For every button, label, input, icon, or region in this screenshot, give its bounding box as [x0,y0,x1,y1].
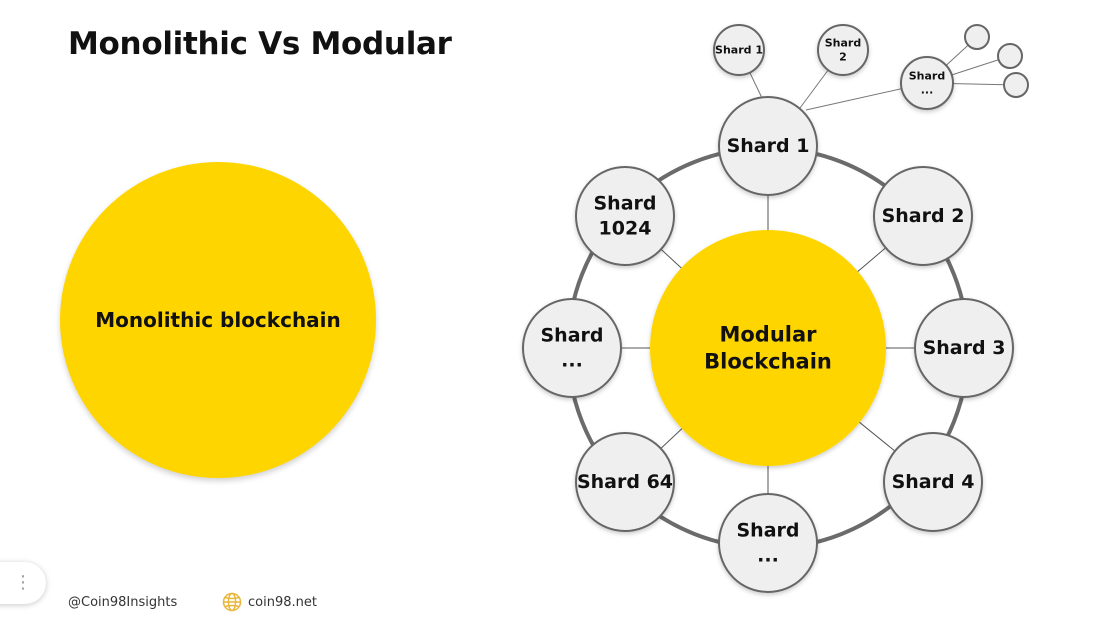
footer-handle: @Coin98Insights [68,595,178,610]
ring-shard-3-line-1: Shard 3 [923,337,1006,359]
tiny-shard-2 [997,43,1023,69]
sub-shard-2: Shard 2 [817,24,869,76]
ring-shard-8-line-2: 1024 [599,217,652,239]
ring-shard-7-circle [522,298,622,398]
ring-shard-5: Shard... [718,493,818,593]
tiny-shard-3 [1003,72,1029,98]
sub-shard-2-line-1: Shard [825,36,861,49]
ring-shard-3: Shard 3 [914,298,1014,398]
sub-shard-2-line-2: 2 [839,51,847,64]
ring-shard-1: Shard 1 [718,96,818,196]
sub-shard-3-circle [900,56,954,110]
page-title: Monolithic Vs Modular [68,26,452,62]
globe-icon [222,592,242,612]
sub-shard-1: Shard 1 [713,24,765,76]
sub-shard-3-line-2: ... [921,84,934,97]
sub-shard-3-line-1: Shard [909,69,945,82]
ring-shard-6-circle [575,432,675,532]
ring-shard-5-line-2: ... [757,544,779,566]
ring-shard-8-circle [575,166,675,266]
ring-shard-7: Shard... [522,298,622,398]
modular-blockchain-node-line-1: Modular [719,322,817,346]
modular-blockchain-node-circle [650,230,886,466]
side-menu-handle[interactable]: ⋮ [0,562,46,604]
modular-blockchain-node-line-2: Blockchain [704,350,832,374]
ring-shard-1-line-1: Shard 1 [727,135,810,157]
ring-shard-7-line-1: Shard [540,325,603,347]
ring-shard-6: Shard 64 [575,432,675,532]
sub-shard-3: Shard... [900,56,954,110]
ring-shard-5-line-1: Shard [736,520,799,542]
ring-shard-5-circle [718,493,818,593]
ring-shard-2-circle [873,166,973,266]
monolithic-blockchain-node: Monolithic blockchain [60,162,376,478]
ring-shard-1-circle [718,96,818,196]
kebab-menu-icon: ⋮ [14,572,32,593]
sub-shard-1-line-1: Shard 1 [715,44,763,57]
ring-shard-2-line-1: Shard 2 [882,205,965,227]
ring-shard-8-line-1: Shard [593,193,656,215]
monolithic-blockchain-label: Monolithic blockchain [95,308,341,332]
footer-site: coin98.net [222,592,317,612]
ring-shard-4-line-1: Shard 4 [892,471,975,493]
ring-shard-4-circle [883,432,983,532]
tiny-shard-3-circle [1003,72,1029,98]
ring-shard-7-line-2: ... [561,349,583,371]
ring-shard-3-circle [914,298,1014,398]
tiny-shard-2-circle [997,43,1023,69]
tiny-shard-1-circle [964,24,990,50]
ring-shard-6-line-1: Shard 64 [577,471,673,493]
sub-shard-1-circle [713,24,765,76]
tiny-shard-1 [964,24,990,50]
sub-shard-2-circle [817,24,869,76]
footer-site-label: coin98.net [248,594,317,610]
ring-shard-4: Shard 4 [883,432,983,532]
ring-shard-2: Shard 2 [873,166,973,266]
